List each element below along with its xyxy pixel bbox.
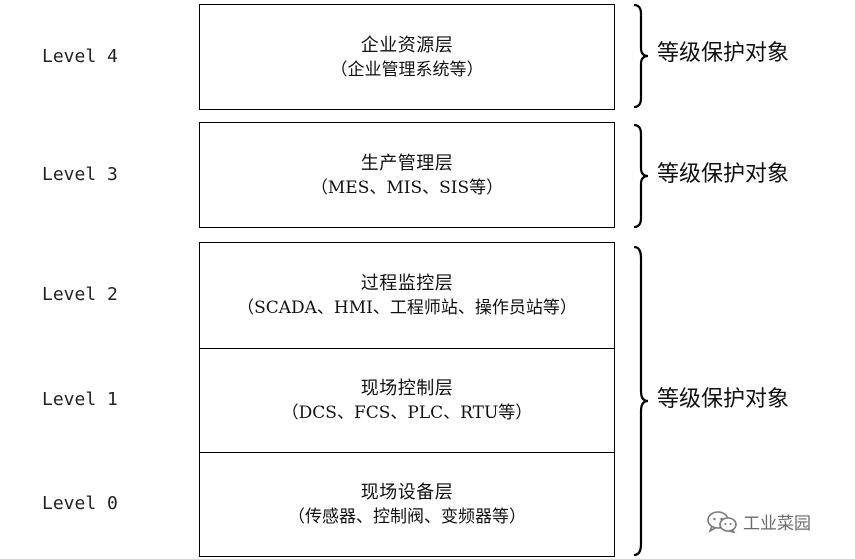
layer-description: （SCADA、HMI、工程师站、操作员站等） (237, 298, 577, 318)
right-brace (632, 124, 650, 228)
watermark-text: 工业菜园 (743, 514, 811, 534)
level-3-label: Level 3 (42, 164, 118, 185)
protection-object-label: 等级保护对象 (657, 162, 790, 187)
watermark: 工业菜园 (707, 509, 811, 534)
layer-description: （企业管理系统等） (330, 59, 484, 80)
layer-description: （传感器、控制阀、变频器等） (288, 506, 526, 527)
layer-name: 企业资源层 (360, 34, 454, 56)
level-2-label: Level 2 (42, 284, 118, 305)
level-0-label: Level 0 (42, 493, 118, 514)
layer-name: 生产管理层 (360, 152, 454, 174)
enterprise-resource-layer-box: 企业资源层 （企业管理系统等） (199, 4, 615, 110)
field-control-layer: 现场控制层 （DCS、FCS、PLC、RTU等） (200, 348, 614, 452)
level-4-label: Level 4 (42, 46, 118, 67)
layer-name: 现场控制层 (360, 377, 454, 399)
layer-name: 过程监控层 (360, 273, 454, 294)
level-1-label: Level 1 (42, 389, 118, 410)
layer-name: 现场设备层 (360, 481, 454, 503)
production-management-layer: 生产管理层 （MES、MIS、SIS等） (200, 123, 614, 227)
right-brace (632, 246, 650, 556)
right-brace (632, 4, 650, 108)
production-management-layer-box: 生产管理层 （MES、MIS、SIS等） (199, 122, 615, 228)
divider (200, 452, 614, 453)
layer-description: （DCS、FCS、PLC、RTU等） (281, 402, 533, 423)
divider (200, 348, 614, 349)
protection-object-label: 等级保护对象 (657, 387, 790, 412)
enterprise-resource-layer: 企业资源层 （企业管理系统等） (200, 5, 614, 109)
field-device-layer: 现场设备层 （传感器、控制阀、变频器等） (200, 452, 614, 556)
process-monitoring-layer: 过程监控层 （SCADA、HMI、工程师站、操作员站等） (200, 243, 614, 348)
protection-object-label: 等级保护对象 (657, 41, 790, 66)
wechat-icon (707, 510, 737, 533)
layer-description: （MES、MIS、SIS等） (310, 177, 504, 198)
control-layers-box: 过程监控层 （SCADA、HMI、工程师站、操作员站等） 现场控制层 （DCS、… (199, 242, 615, 557)
